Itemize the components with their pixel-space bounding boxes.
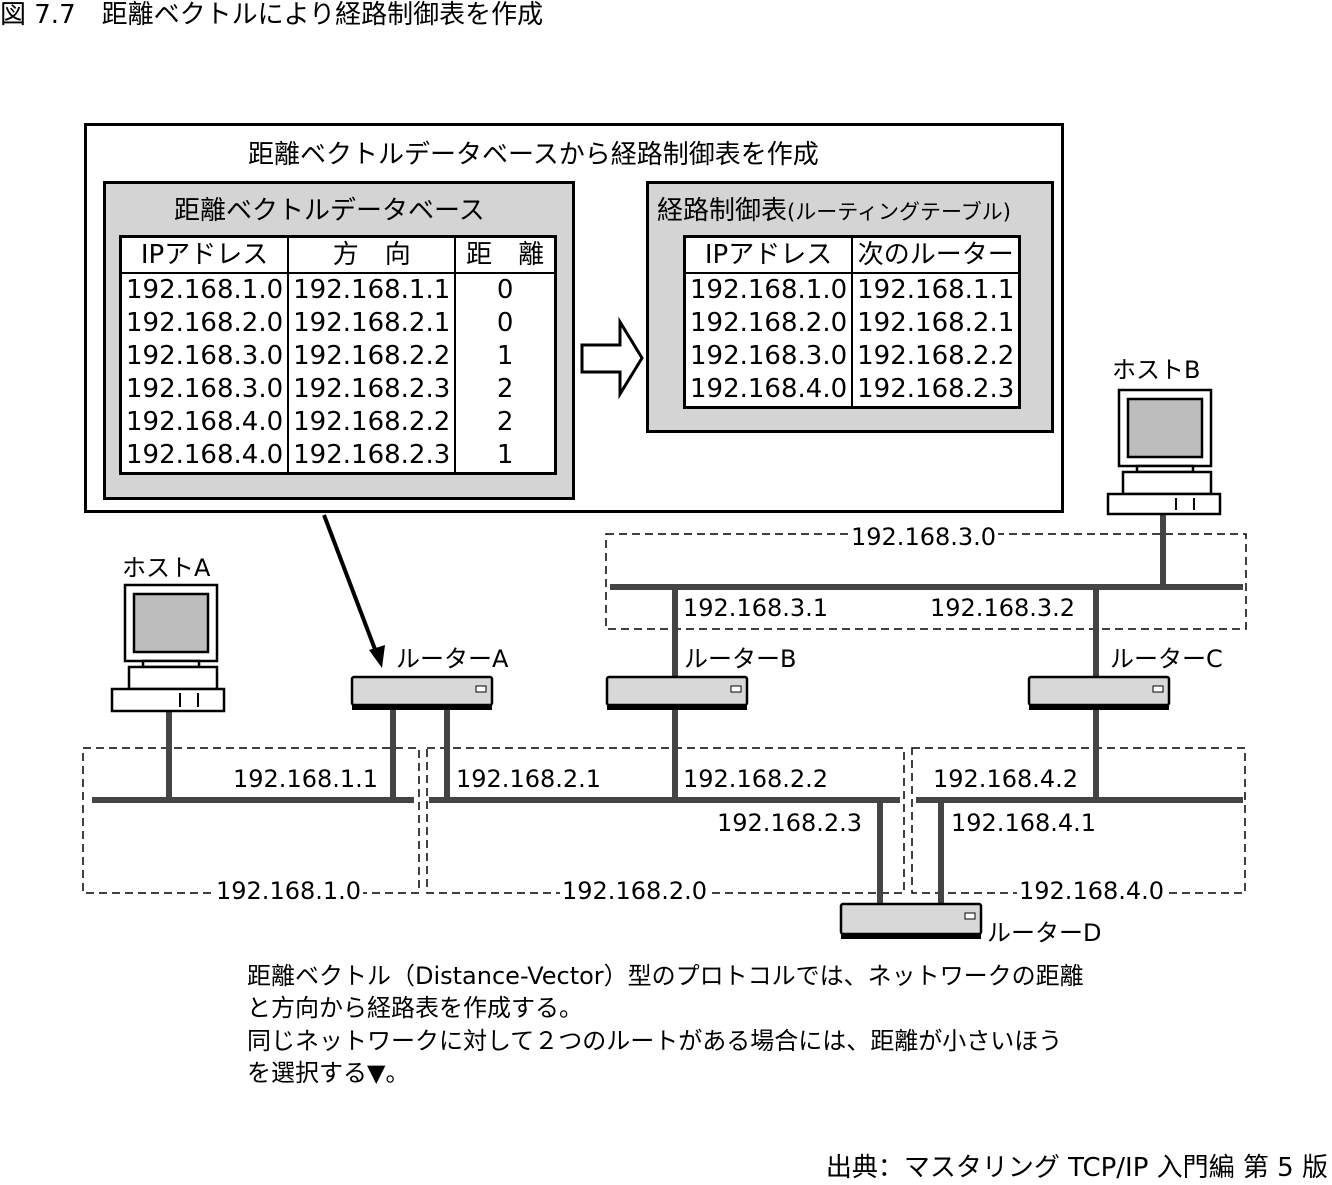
outer-title: 距離ベクトルデータベースから経路制御表を作成 <box>248 140 819 170</box>
iface-label-a2: 192.168.2.1 <box>456 765 602 793</box>
cell-distance: 2 <box>454 373 556 406</box>
dv-db-title: 距離ベクトルデータベース <box>174 196 485 226</box>
network-box-1 <box>82 747 420 894</box>
iface-label-b3: 192.168.3.1 <box>683 594 829 622</box>
cell-distance: 1 <box>454 340 556 373</box>
dv-header-ip: IPアドレス <box>120 236 289 274</box>
cell-direction: 192.168.1.1 <box>287 273 456 307</box>
cell-ip: 192.168.1.0 <box>126 275 284 305</box>
cell-ip: 192.168.3.0 <box>126 374 284 404</box>
iface-label-c4: 192.168.4.2 <box>933 765 1079 793</box>
source-credit: 出典：マスタリング TCP/IP 入門編 第 5 版 <box>825 1153 1328 1183</box>
cell-ip: 192.168.3.0 <box>690 341 848 371</box>
cell-ip: 192.168.3.0 <box>126 341 284 371</box>
network-label-2: 192.168.2.0 <box>560 877 710 905</box>
network-label-3: 192.168.3.0 <box>849 523 999 551</box>
router-a-icon <box>350 675 494 710</box>
dv-header-direction: 方 向 <box>287 236 456 274</box>
cell-ip: 192.168.4.0 <box>126 440 284 470</box>
iface-label-b2: 192.168.2.2 <box>683 765 829 793</box>
cell-distance: 2 <box>454 406 556 439</box>
routing-table-heading: 経路制御表(ルーティングテーブル) <box>657 196 1011 226</box>
iface-label-c3: 192.168.3.2 <box>930 594 1076 622</box>
host-b-label: ホストB <box>1112 356 1201 384</box>
iface-label-d4: 192.168.4.1 <box>951 809 1097 837</box>
host-a-computer-icon <box>110 583 226 713</box>
host-b-computer-icon <box>1106 388 1222 516</box>
caption-line-1: 距離ベクトル（Distance-Vector）型のプロトコルでは、ネットワークの… <box>247 962 1084 990</box>
cell-ip: 192.168.4.0 <box>690 374 848 404</box>
cell-ip: 192.168.4.0 <box>126 407 284 437</box>
cell-direction: 192.168.2.2 <box>287 340 456 373</box>
conversion-arrow-icon <box>580 316 644 400</box>
network-label-4: 192.168.4.0 <box>1017 877 1167 905</box>
cell-ip: 192.168.2.0 <box>690 308 848 338</box>
cell-direction: 192.168.2.3 <box>287 373 456 406</box>
cell-distance: 1 <box>454 439 556 474</box>
pointer-line <box>322 514 378 653</box>
rt-header-next-router: 次のルーター <box>851 236 1020 274</box>
network-label-1: 192.168.1.0 <box>214 877 364 905</box>
routing-table-title: 経路制御表 <box>657 196 788 226</box>
iface-label-d2: 192.168.2.3 <box>717 809 863 837</box>
cell-distance: 0 <box>454 273 556 307</box>
cell-next-router: 192.168.2.1 <box>851 307 1020 340</box>
cell-next-router: 192.168.1.1 <box>851 273 1020 307</box>
pointer-arrowhead-icon <box>369 645 385 668</box>
caption-line-2: と方向から経路表を作成する。 <box>247 994 583 1022</box>
iface-label-a1: 192.168.1.1 <box>233 765 379 793</box>
figure-title: 図 7.7 距離ベクトルにより経路制御表を作成 <box>0 0 544 30</box>
dv-header-distance: 距 離 <box>454 236 556 274</box>
cell-direction: 192.168.2.1 <box>287 307 456 340</box>
routing-table-subtitle: (ルーティングテーブル) <box>787 200 1011 224</box>
cell-distance: 0 <box>454 307 556 340</box>
router-b-icon <box>605 675 749 710</box>
host-a-label: ホストA <box>122 554 211 582</box>
router-c-label: ルーターC <box>1110 645 1223 673</box>
router-c-icon <box>1027 675 1171 710</box>
caption-line-4: を選択する▼。 <box>247 1059 410 1087</box>
router-a-label: ルーターA <box>396 645 509 673</box>
router-b-label: ルーターB <box>684 645 797 673</box>
cell-next-router: 192.168.2.2 <box>851 340 1020 373</box>
caption-line-3: 同じネットワークに対して２つのルートがある場合には、距離が小さいほう <box>247 1027 1063 1055</box>
router-d-icon <box>839 902 983 939</box>
cell-ip: 192.168.2.0 <box>126 308 284 338</box>
cell-direction: 192.168.2.2 <box>287 406 456 439</box>
router-d-label: ルーターD <box>987 919 1102 947</box>
cell-direction: 192.168.2.3 <box>287 439 456 474</box>
cell-ip: 192.168.1.0 <box>690 275 848 305</box>
rt-header-ip: IPアドレス <box>684 236 853 274</box>
cell-next-router: 192.168.2.3 <box>851 373 1020 408</box>
